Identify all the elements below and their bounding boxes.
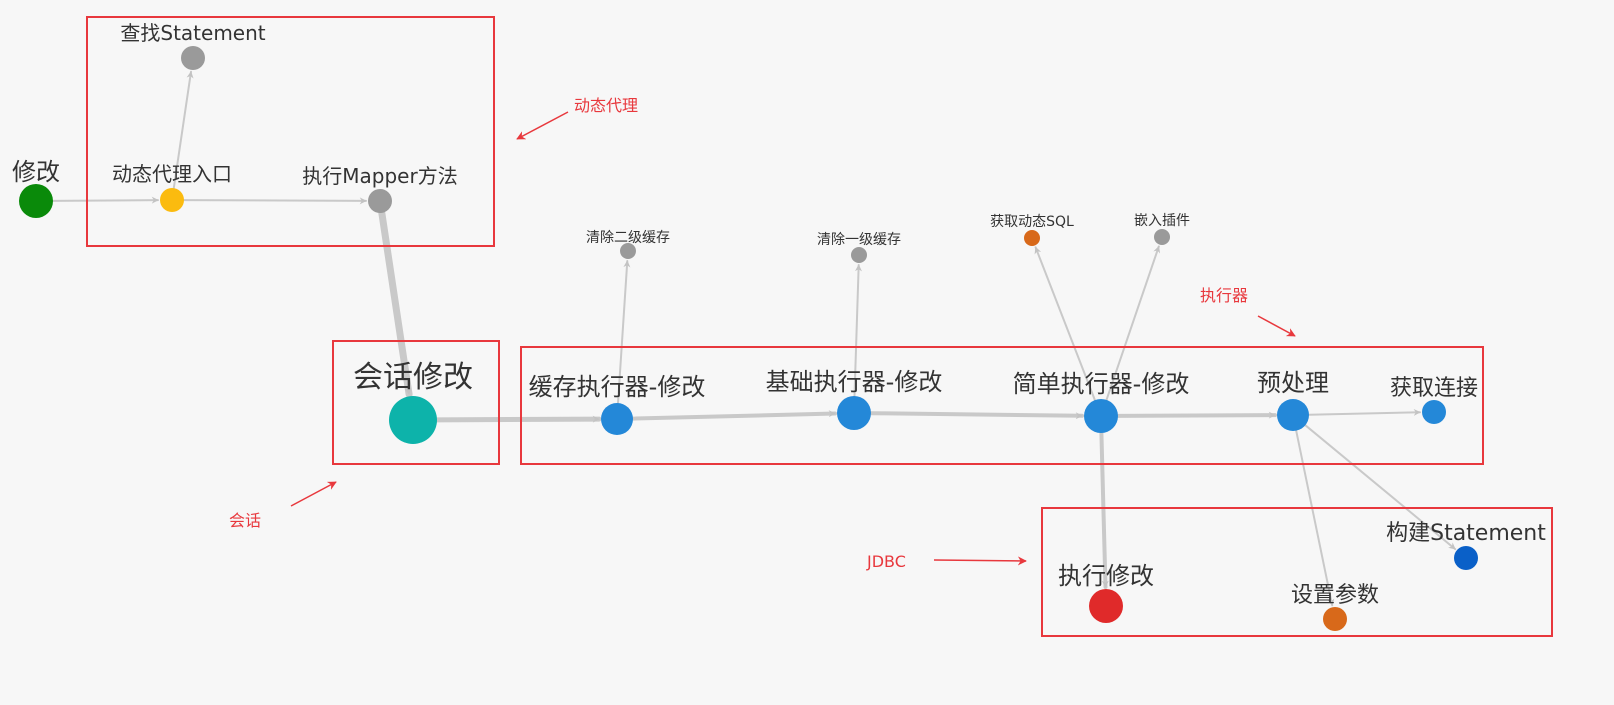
node-circle-proxy_entry[interactable] [160,188,184,212]
node-label-exec_mapper: 执行Mapper方法 [302,164,457,188]
edges-layer [52,70,1457,607]
node-label-clear_l1: 清除一级缓存 [817,232,901,248]
edge-simple_executor-to-get_dynamic_sql [1034,246,1096,402]
edge-base_executor-to-clear_l1 [853,264,862,397]
node-circle-clear_l2[interactable] [620,243,636,259]
edge-simple_executor-to-prepare [1116,411,1277,419]
node-label-cache_executor: 缓存执行器-修改 [529,373,706,401]
node-circle-clear_l1[interactable] [851,247,867,263]
node-label-embed_plugin: 嵌入插件 [1134,213,1190,229]
annotation-arrow-dynamic_proxy [516,111,569,140]
box-executor [520,346,1484,465]
node-cache_executor[interactable]: 缓存执行器-修改 [529,373,706,435]
node-exec_mapper[interactable]: 执行Mapper方法 [302,164,458,213]
node-circle-simple_executor[interactable] [1084,399,1118,433]
node-circle-set_params[interactable] [1323,607,1347,631]
node-session_update[interactable]: 会话修改 [353,360,473,444]
edge-proxy_entry-to-find_statement [172,70,194,190]
node-embed_plugin[interactable]: 嵌入插件 [1134,213,1190,245]
annotation-arrow-jdbc [933,556,1027,566]
edge-prepare-to-set_params [1295,429,1335,607]
node-circle-build_statement[interactable] [1454,546,1478,570]
node-get_connection[interactable]: 获取连接 [1390,376,1478,424]
node-prepare[interactable]: 预处理 [1257,369,1329,431]
node-label-modify: 修改 [12,158,60,186]
box-session [332,340,500,465]
box-jdbc [1041,507,1553,637]
node-label-simple_executor: 简单执行器-修改 [1013,370,1190,398]
edge-simple_executor-to-embed_plugin [1105,245,1161,401]
node-build_statement[interactable]: 构建Statement [1386,521,1546,570]
node-circle-get_connection[interactable] [1422,400,1446,424]
edge-cache_executor-to-base_executor [631,410,837,421]
node-label-prepare: 预处理 [1257,369,1329,397]
node-label-base_executor: 基础执行器-修改 [766,368,943,396]
node-circle-get_dynamic_sql[interactable] [1024,230,1040,246]
node-set_params[interactable]: 设置参数 [1291,583,1379,631]
edge-simple_executor-to-execute_update [1099,431,1109,589]
node-circle-base_executor[interactable] [837,396,871,430]
node-execute_update[interactable]: 执行修改 [1058,562,1154,623]
node-label-find_statement: 查找Statement [120,21,265,45]
edge-exec_mapper-to-session_update [378,209,413,398]
annotation-label-dynamic_proxy: 动态代理 [574,96,638,115]
node-circle-session_update[interactable] [389,396,437,444]
node-clear_l2[interactable]: 清除二级缓存 [586,230,670,259]
node-label-clear_l2: 清除二级缓存 [586,230,670,246]
node-label-execute_update: 执行修改 [1058,562,1154,590]
edge-prepare-to-get_connection [1308,408,1421,416]
node-circle-exec_mapper[interactable] [368,189,392,213]
annotation-label-session: 会话 [229,511,261,530]
edge-prepare-to-build_statement [1304,424,1457,551]
node-circle-cache_executor[interactable] [601,403,633,435]
annotation-label-jdbc: JDBC [866,552,906,571]
edge-base_executor-to-simple_executor [869,411,1084,420]
annotation-label-executor: 执行器 [1200,286,1248,305]
node-simple_executor[interactable]: 简单执行器-修改 [1013,370,1190,433]
edge-session_update-to-cache_executor [434,415,602,423]
node-label-get_connection: 获取连接 [1390,376,1478,401]
node-base_executor[interactable]: 基础执行器-修改 [766,368,943,430]
node-label-session_update: 会话修改 [353,360,473,395]
node-label-build_statement: 构建Statement [1386,521,1546,546]
node-label-proxy_entry: 动态代理入口 [112,162,232,186]
node-circle-prepare[interactable] [1277,399,1309,431]
node-circle-execute_update[interactable] [1089,589,1123,623]
node-clear_l1[interactable]: 清除一级缓存 [817,232,901,263]
node-circle-modify[interactable] [19,184,53,218]
edge-cache_executor-to-clear_l2 [617,260,631,404]
node-find_statement[interactable]: 查找Statement [120,21,266,70]
node-modify[interactable]: 修改 [12,158,60,218]
box-dynamic-proxy [86,16,495,247]
group-boxes-layer [86,16,1553,637]
node-label-set_params: 设置参数 [1291,583,1379,608]
node-circle-embed_plugin[interactable] [1154,229,1170,245]
edge-proxy_entry-to-exec_mapper [183,197,367,205]
edge-modify-to-proxy_entry [52,196,159,204]
annotation-arrow-executor [1257,315,1296,337]
node-proxy_entry[interactable]: 动态代理入口 [112,162,232,212]
annotation-arrow-session [290,481,337,507]
node-circle-find_statement[interactable] [181,46,205,70]
node-get_dynamic_sql[interactable]: 获取动态SQL [990,214,1074,246]
node-label-get_dynamic_sql: 获取动态SQL [990,214,1074,230]
